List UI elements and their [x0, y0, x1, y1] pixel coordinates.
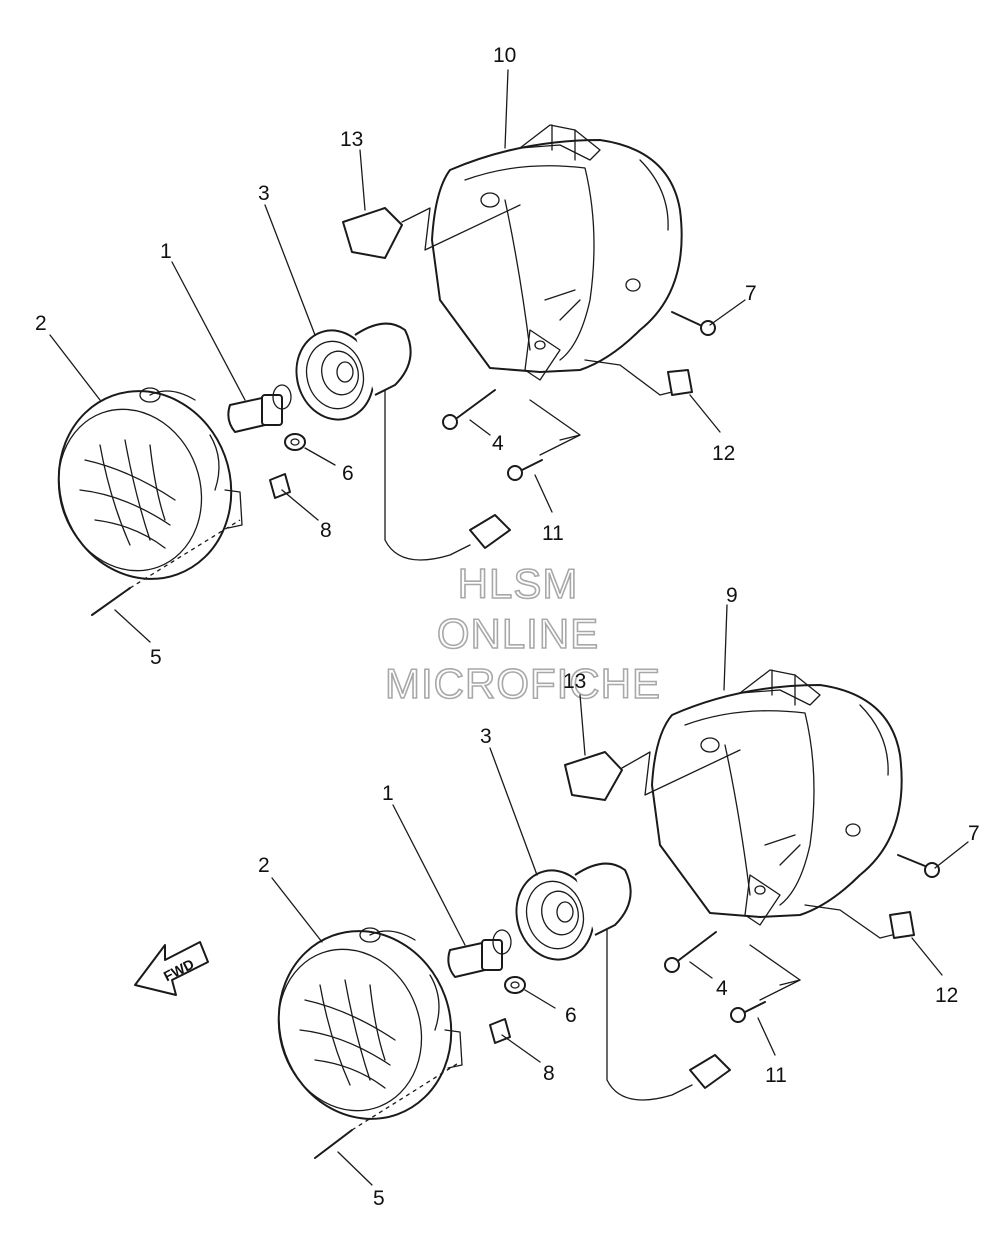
- watermark: HLSM ONLINE MICROFICHE: [384, 559, 661, 708]
- callout-6-lower: 6: [565, 1004, 577, 1027]
- callout-8-upper: 8: [320, 519, 332, 542]
- lower-screw-4: [664, 931, 717, 973]
- callout-6-upper: 6: [342, 462, 354, 485]
- upper-socket: [295, 322, 412, 421]
- callout-12-upper: 12: [712, 442, 735, 465]
- lower-adjust-screw: [314, 1129, 353, 1159]
- watermark-line-1: HLSM: [458, 560, 579, 607]
- callout-13-upper: 13: [340, 128, 363, 151]
- callout-12-lower: 12: [935, 984, 958, 1007]
- lower-clip: [489, 1018, 511, 1044]
- watermark-line-2: ONLINE: [437, 610, 599, 657]
- callout-13-lower: 13: [563, 670, 586, 693]
- upper-nut: [284, 433, 306, 451]
- upper-adjust-screw: [91, 587, 131, 616]
- lower-nut-clip: [889, 911, 915, 939]
- callout-9-lower: 9: [726, 584, 738, 607]
- lower-headlight-assembly: FWD 1 2 3 4 5 6 7 8 9 11 12 13: [134, 584, 980, 1210]
- lower-screw-11: [730, 1001, 766, 1023]
- lower-cap: [564, 751, 623, 801]
- callout-5-lower: 5: [373, 1187, 385, 1210]
- callout-3-upper: 3: [258, 182, 270, 205]
- lower-wire: [606, 929, 693, 1101]
- upper-housing: [431, 124, 683, 381]
- callout-5-upper: 5: [150, 646, 162, 669]
- upper-connector: [469, 514, 511, 549]
- upper-cap: [342, 207, 403, 259]
- lower-screw-7: [897, 854, 940, 878]
- callout-11-upper: 11: [542, 522, 564, 545]
- lower-socket: [515, 862, 632, 961]
- upper-screw-4: [442, 389, 496, 430]
- callout-4-lower: 4: [716, 977, 728, 1000]
- callout-7-lower: 7: [968, 822, 980, 845]
- upper-screw-11: [507, 459, 543, 481]
- upper-screw-7: [671, 311, 716, 336]
- fwd-direction-arrow: FWD: [134, 941, 209, 996]
- upper-wire: [384, 389, 471, 561]
- callout-2-upper: 2: [35, 312, 47, 335]
- lower-lens: [277, 927, 463, 1120]
- upper-bulb: [227, 384, 292, 433]
- upper-lens: [57, 387, 243, 580]
- callout-1-upper: 1: [160, 240, 172, 263]
- lower-bulb: [447, 929, 512, 978]
- callout-3-lower: 3: [480, 725, 492, 748]
- callout-4-upper: 4: [492, 432, 504, 455]
- watermark-line-3: MICROFICHE: [385, 660, 661, 707]
- callout-7-upper: 7: [745, 282, 757, 305]
- callout-10-upper: 10: [493, 44, 516, 67]
- upper-nut-clip: [667, 369, 693, 396]
- callout-1-lower: 1: [382, 782, 394, 805]
- callout-11-lower: 11: [765, 1064, 787, 1087]
- lower-connector: [689, 1054, 731, 1089]
- callout-2-lower: 2: [258, 854, 270, 877]
- lower-nut: [504, 976, 526, 994]
- upper-headlight-assembly: 1 2 3 4 5 6 7 8 10 11 12 13: [35, 44, 757, 669]
- lower-housing: [651, 669, 903, 926]
- callout-8-lower: 8: [543, 1062, 555, 1085]
